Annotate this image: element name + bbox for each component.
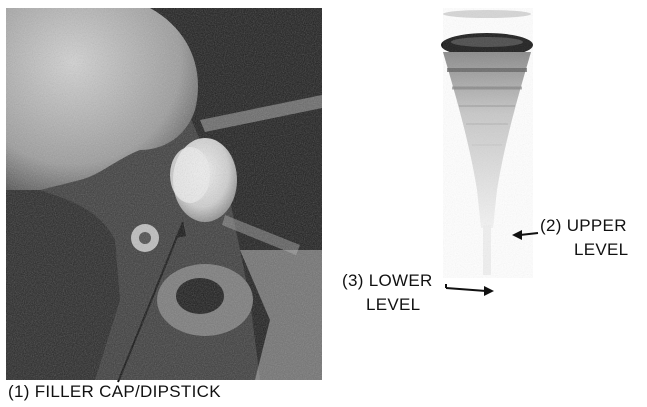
upper-level-label-line2: LEVEL — [574, 240, 628, 260]
lower-level-arrow-line — [446, 288, 486, 291]
filler-cap-label: (1) FILLER CAP/DIPSTICK — [8, 382, 221, 402]
upper-level-label: (2) UPPER — [540, 216, 627, 236]
lower-level-arrowhead — [484, 286, 494, 296]
lower-level-label-line2: LEVEL — [366, 295, 420, 315]
photo-grain — [6, 8, 322, 380]
lower-level-label: (3) LOWER — [342, 271, 433, 291]
engine-photo — [6, 8, 322, 382]
